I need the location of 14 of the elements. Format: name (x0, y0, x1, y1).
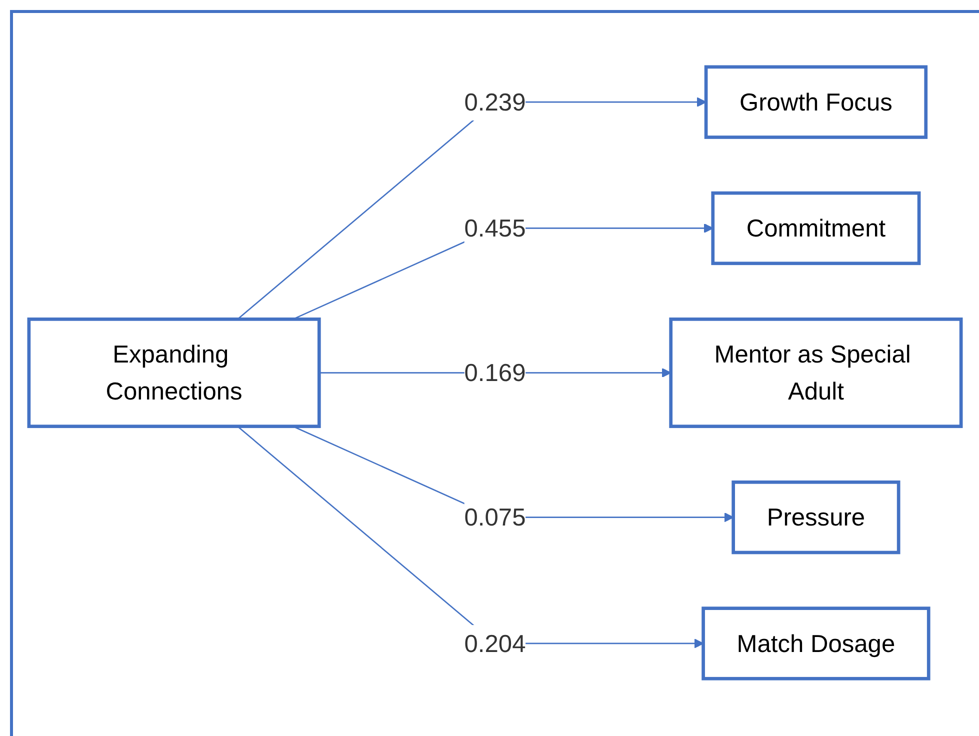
node-box (711, 192, 921, 266)
edge-label: 0.075 (464, 504, 526, 532)
edge-label: 0.204 (464, 630, 526, 658)
node-box (669, 318, 963, 428)
edge-label: 0.455 (464, 214, 526, 242)
arrow (237, 426, 704, 649)
node-box (704, 65, 928, 140)
node-box (27, 318, 321, 428)
node-box (732, 480, 900, 554)
path-diagram: 0.239 0.455 0.169 0.075 0.204 Expanding Connections Growth Focus Commitment Mentor as Special Adult Pressure Match Dosage (20, 58, 970, 688)
edge-label: 0.169 (464, 359, 526, 387)
arrow (237, 97, 706, 320)
edge-label: 0.239 (464, 88, 526, 116)
node-box (702, 606, 930, 681)
